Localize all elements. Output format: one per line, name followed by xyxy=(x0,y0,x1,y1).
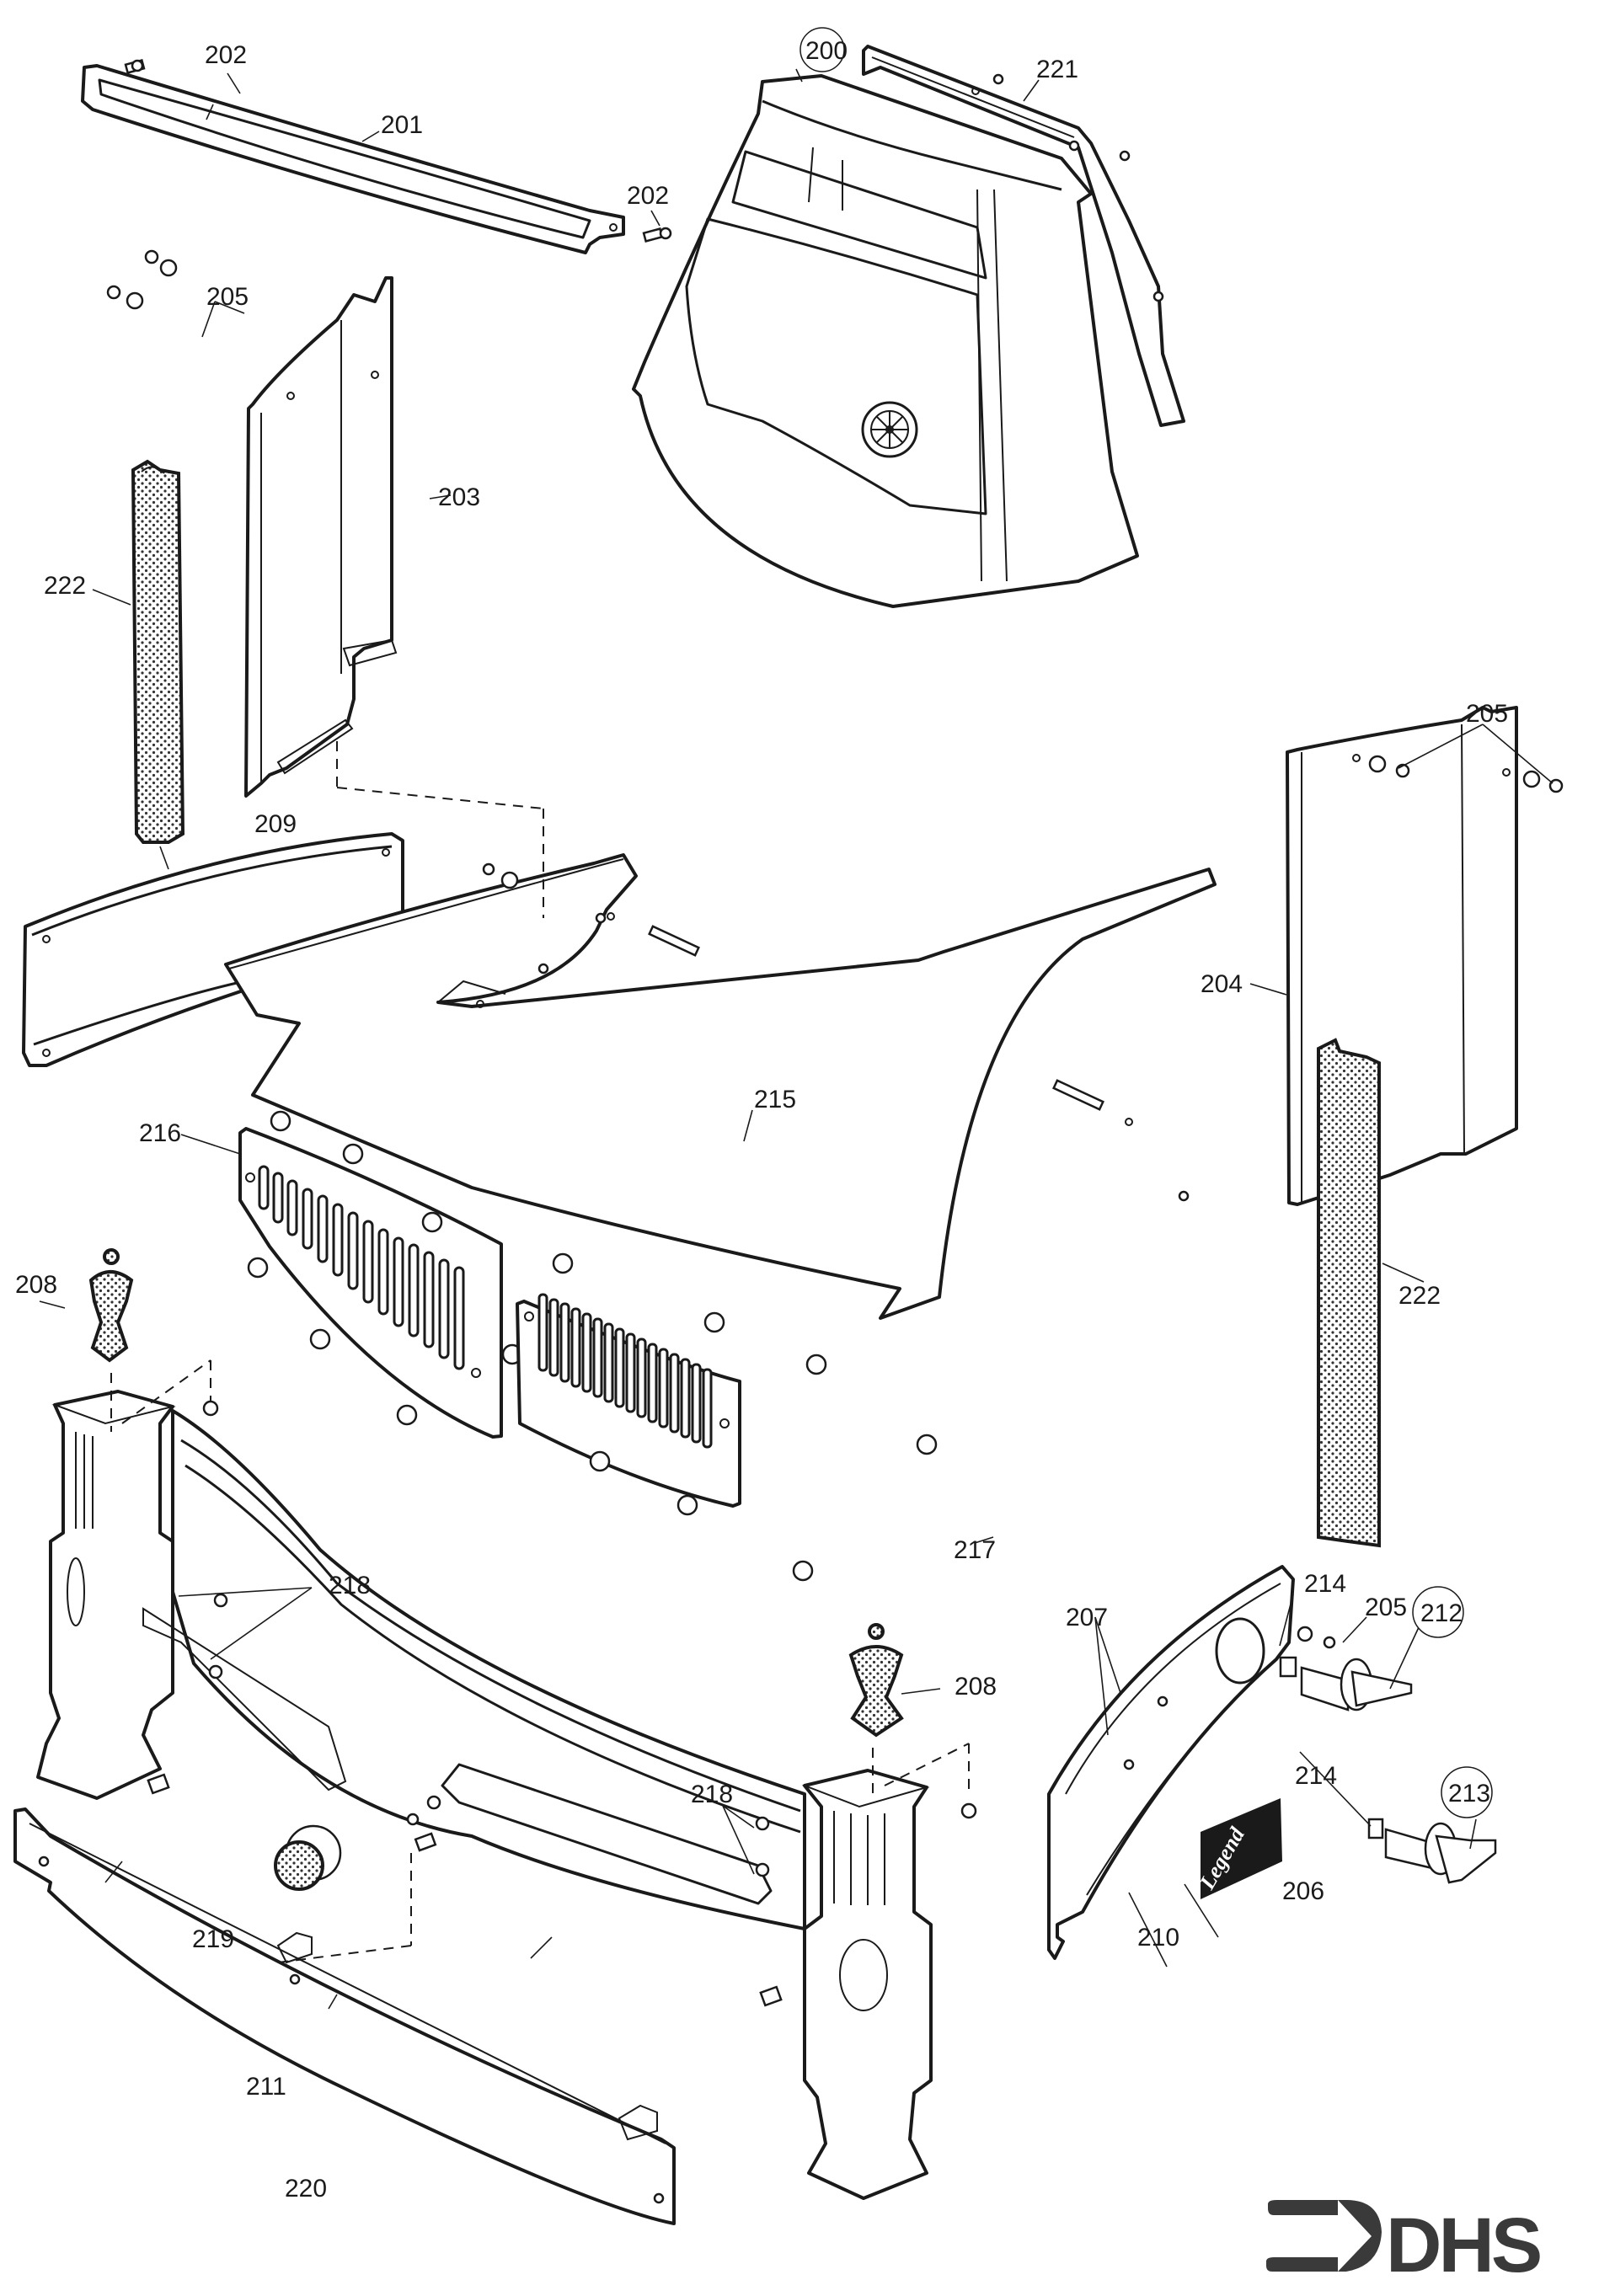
star-washer-icons-217 xyxy=(552,1252,938,1582)
label-200: 200 xyxy=(805,37,848,65)
label-214-bottom: 214 xyxy=(1295,1762,1337,1790)
leader-lines xyxy=(39,68,1554,2010)
part-221-rear-flange xyxy=(862,45,1185,427)
label-212: 212 xyxy=(1420,1599,1463,1627)
part-212-knob xyxy=(1279,1626,1413,1711)
arrow-right-icon xyxy=(1266,2200,1382,2272)
vent-slots-216 xyxy=(258,1165,465,1370)
label-220: 220 xyxy=(285,2175,327,2203)
label-213-badge: 213 xyxy=(1441,1766,1493,1818)
part-206-nameplate: Legend xyxy=(1195,1798,1282,1899)
label-203: 203 xyxy=(438,483,480,511)
label-207: 207 xyxy=(1066,1604,1108,1631)
label-205-right: 205 xyxy=(1466,700,1508,728)
label-216: 216 xyxy=(139,1119,181,1147)
label-208-left: 208 xyxy=(15,1271,57,1299)
label-202-right: 202 xyxy=(627,182,669,210)
screw-icons-215 xyxy=(482,862,1190,1202)
part-222-right-trim xyxy=(1317,1038,1381,1548)
part-222-left-trim xyxy=(131,459,185,844)
label-213: 213 xyxy=(1448,1780,1490,1807)
part-labels: 200 201 202 202 203 204 205 205 205 206 … xyxy=(15,27,1508,2203)
label-205-panel: 205 xyxy=(1365,1594,1407,1621)
part-215-top-plate xyxy=(224,853,1217,1320)
part-210-control-panel xyxy=(1047,1565,1295,1960)
label-208-right: 208 xyxy=(955,1673,997,1701)
part-208-finial-right xyxy=(848,1623,904,1738)
screw-202-icon xyxy=(124,59,672,243)
part-216-left-vent xyxy=(238,1127,503,1439)
clip-icons-211 xyxy=(147,1773,783,2007)
part-217-right-vent xyxy=(516,1293,741,1508)
label-200-badge: 200 xyxy=(800,27,848,72)
vent-slots-217 xyxy=(537,1293,713,1449)
label-201: 201 xyxy=(381,111,423,139)
label-214-top: 214 xyxy=(1304,1570,1346,1598)
bolt-218-icons xyxy=(202,1400,977,1877)
label-219: 219 xyxy=(192,1925,234,1953)
spindle-214-icon xyxy=(1367,1818,1384,1839)
part-208-finial-left xyxy=(88,1248,134,1363)
logo-text: DHS xyxy=(1386,2203,1540,2288)
part-213-knob xyxy=(1367,1818,1497,1884)
part-203-left-side-panel xyxy=(244,276,398,798)
spindle-214-icon xyxy=(1279,1656,1297,1678)
label-222-right: 222 xyxy=(1398,1282,1441,1310)
label-204: 204 xyxy=(1201,970,1243,998)
label-217: 217 xyxy=(954,1536,996,1564)
label-202-top: 202 xyxy=(205,41,247,69)
rosette-icon xyxy=(871,411,908,448)
label-209: 209 xyxy=(254,810,297,838)
label-215: 215 xyxy=(754,1086,796,1113)
screw-205-left-icons xyxy=(106,249,178,310)
part-200-canopy xyxy=(632,74,1139,608)
part-220-bottom-strip xyxy=(13,1807,676,2225)
label-210: 210 xyxy=(1137,1924,1179,1952)
label-206: 206 xyxy=(1282,1877,1324,1905)
label-211: 211 xyxy=(246,2073,286,2101)
part-201-top-trim xyxy=(81,64,625,254)
part-211-front-frame xyxy=(36,1390,933,2200)
part-219-knob xyxy=(274,1824,342,1891)
dhs-logo: DHS xyxy=(1266,2200,1543,2288)
label-221: 221 xyxy=(1036,56,1078,83)
label-212-badge: 212 xyxy=(1412,1586,1464,1638)
label-218-left: 218 xyxy=(329,1572,371,1599)
label-218-right: 218 xyxy=(691,1781,733,1808)
label-222-left: 222 xyxy=(44,572,86,600)
label-205-left: 205 xyxy=(206,283,249,311)
